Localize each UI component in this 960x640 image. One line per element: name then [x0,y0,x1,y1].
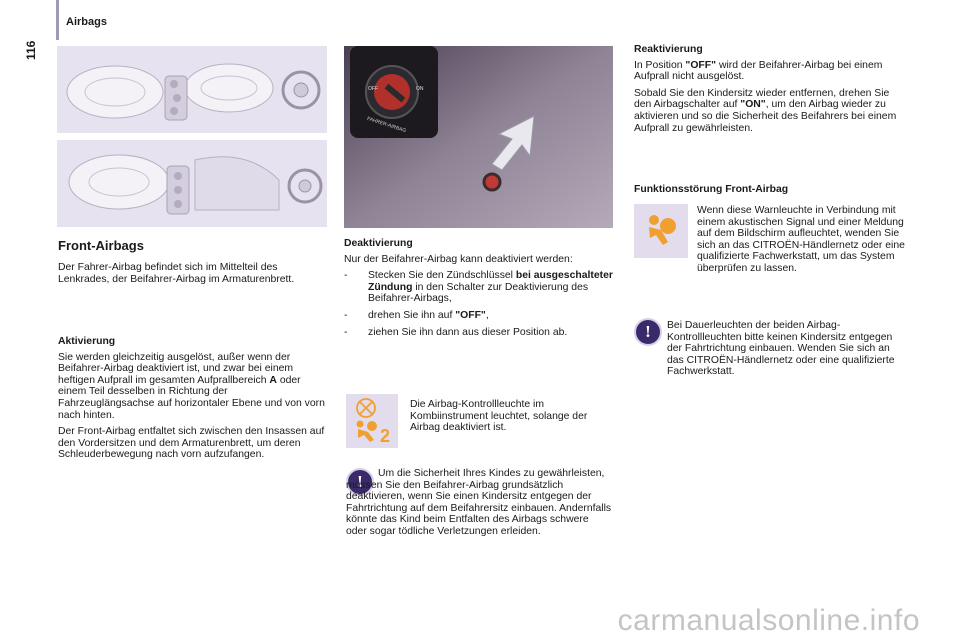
child-seat-warning: Um die Sicherheit Ihres Kindes zu gewähr… [346,468,612,538]
step2-start: drehen Sie ihn auf [368,309,453,321]
fault-heading: Funktionsstörung Front-Airbag [634,184,789,195]
step1-bold: bei ausgeschalteter Zündung [368,270,613,293]
deactivation-section: Deaktivierung Nur der Beifahrer-Airbag k… [344,238,616,343]
react-p2-bold: "ON" [740,99,766,111]
dashboard-airbag-drawing-2 [68,154,323,215]
section-title: Airbags [66,16,107,28]
switch-on-label: ON [416,86,424,92]
front-airbags-intro: Der Fahrer-Airbag befindet sich im Mitte… [58,262,320,290]
deactivation-intro: Nur der Beifahrer-Airbag kann deaktivier… [344,253,573,265]
airbag-fault-lamp-box [634,204,688,258]
airbag-off-lamp-box: 2 [346,394,398,448]
react-p2-end: , um den Airbag wieder zu aktivieren und… [634,99,897,134]
warning-exclamation-icon: ! [346,468,374,496]
switch-photo-drawing [344,46,613,228]
activation-p1-end: oder einem Teil desselben in Richtung de… [58,374,325,421]
step1-end: in den Schalter zur Deaktivierung des Be… [368,281,589,305]
deactivation-step-3: ziehen Sie ihn dann aus dieser Position … [344,327,616,339]
airbag-illustration-bottom [57,140,327,227]
reactivation-heading: Reaktivierung [634,44,703,55]
step2-bold: "OFF" [455,309,486,321]
react-p1-bold: "OFF" [685,59,717,71]
deactivation-step-2: drehen Sie ihn auf "OFF", [344,310,616,322]
activation-p1-bold: A [269,374,277,386]
activation-paragraph-1: Sie werden gleichzeitig ausgelöst, außer… [58,352,326,422]
activation-p1-start: Sie werden gleichzeitig ausgelöst, außer… [58,351,294,386]
front-airbags-heading: Front-Airbags [58,238,144,253]
watermark: carmanualsonline.info [617,604,920,637]
airbag-switch-photo: OFF ON FAHRER-AIRBAG [344,46,613,228]
page-number: 116 [24,40,38,60]
svg-text:2: 2 [380,426,390,446]
react-p2-start: Sobald Sie den Kindersitz wieder entfern… [634,87,890,111]
react-p1-end: wird der Beifahrer-Airbag bei einem Aufp… [634,59,883,83]
deactivation-steps: Stecken Sie den Zündschlüssel bei ausges… [344,270,616,338]
reactivation-section: Reaktivierung In Position "OFF" wird der… [634,44,906,139]
switch-off-label: OFF [368,86,378,92]
lamp-note: Die Airbag-Kontrollleuchte im Kombiinstr… [410,399,588,434]
reactivation-paragraph-2: Sobald Sie den Kindersitz wieder entfern… [634,88,906,134]
airbag-illustration-top [57,46,327,133]
warning-exclamation-icon-2: ! [634,318,662,346]
header-bar [56,0,59,40]
dashboard-airbag-drawing [66,63,321,121]
react-p1-start: In Position [634,59,683,71]
airbag-off-warning-icon: 2 [356,398,390,446]
activation-paragraph-2: Der Front-Airbag entfaltet sich zwischen… [58,426,325,461]
step1-start: Stecken Sie den Zündschlüssel [368,270,513,282]
deactivation-heading: Deaktivierung [344,238,413,249]
child-seat-warning-text: Um die Sicherheit Ihres Kindes zu gewähr… [346,468,612,537]
intro-text: Der Fahrer-Airbag befindet sich im Mitte… [58,262,295,285]
double-lamp-warning: Bei Dauerleuchten der beiden Airbag-Kont… [667,320,895,378]
step2-end: , [485,309,489,321]
airbag-fault-warning-icon [649,215,676,245]
activation-section: Aktivierung Sie werden gleichzeitig ausg… [58,336,326,466]
fault-text: Wenn diese Warnleuchte in Verbindung mit… [697,205,905,274]
activation-heading: Aktivierung [58,336,116,347]
reactivation-paragraph-1: In Position "OFF" wird der Beifahrer-Air… [634,60,906,83]
deactivation-step-1: Stecken Sie den Zündschlüssel bei ausges… [344,270,616,305]
